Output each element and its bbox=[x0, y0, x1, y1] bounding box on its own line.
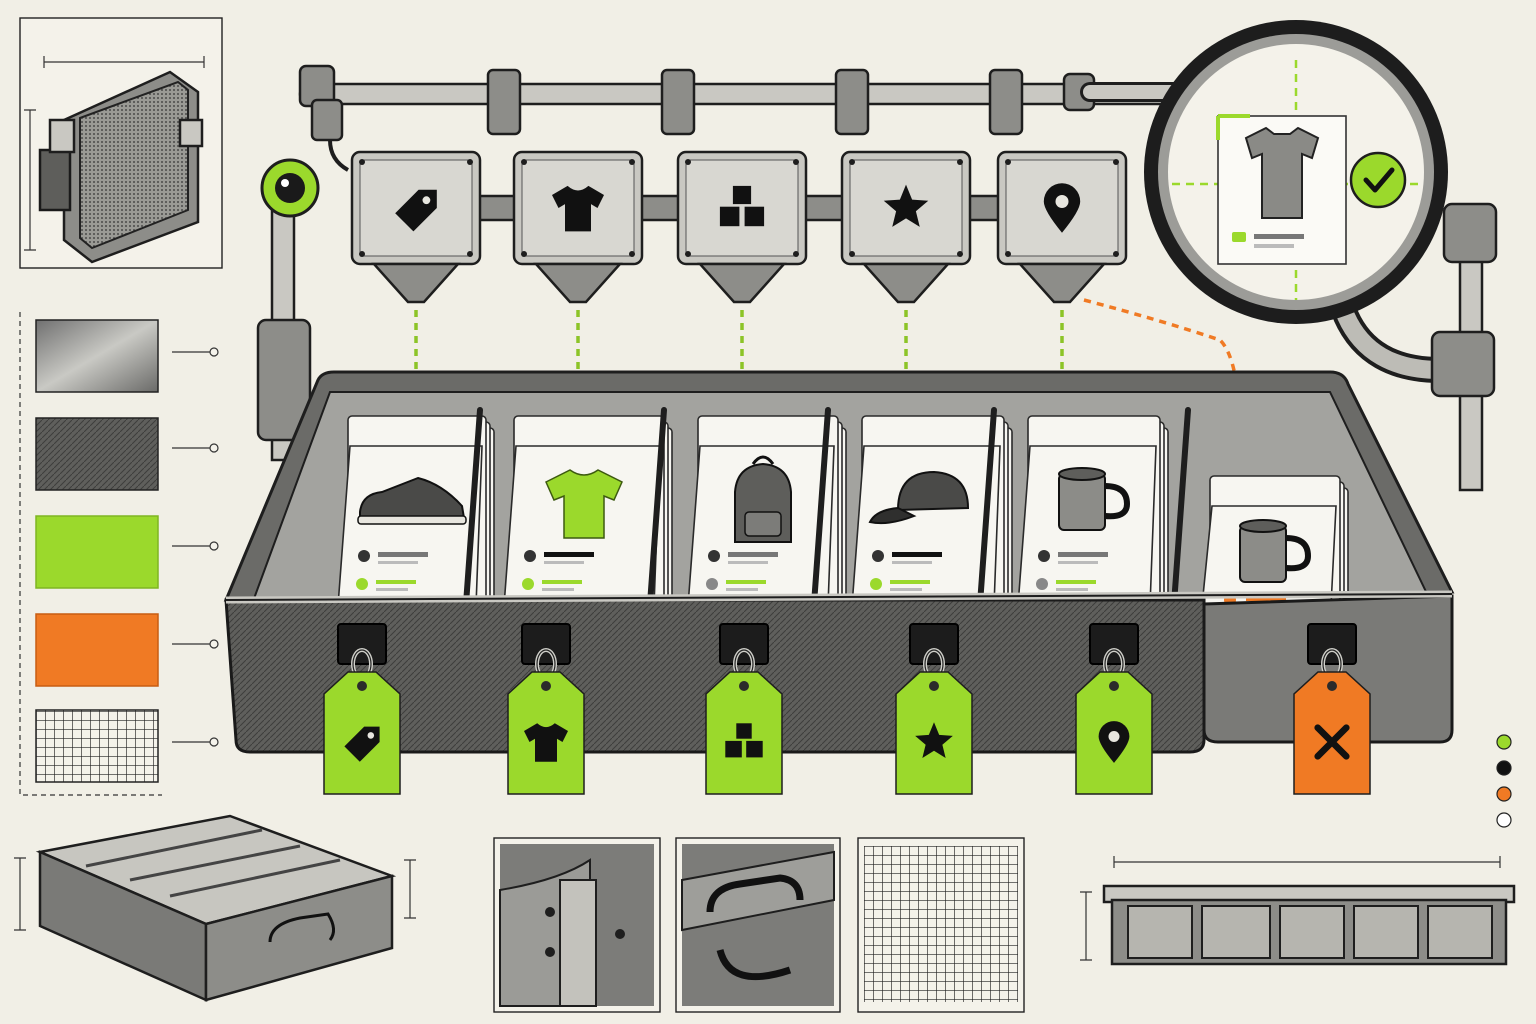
hanging-tag bbox=[323, 623, 401, 795]
hanging-tag bbox=[1293, 623, 1371, 795]
location-pin-icon bbox=[1043, 183, 1081, 233]
star-icon bbox=[883, 184, 929, 227]
tshirt-icon bbox=[552, 185, 604, 232]
hanging-tag bbox=[705, 623, 783, 795]
scanner-head bbox=[350, 150, 520, 304]
scanner-head bbox=[512, 150, 682, 304]
bin bbox=[977, 407, 1169, 619]
legend-dot bbox=[1496, 812, 1512, 828]
legend-dot bbox=[1496, 760, 1512, 776]
material-swatches bbox=[19, 312, 219, 796]
tray-front bbox=[224, 590, 1454, 754]
location-pin-icon bbox=[1098, 721, 1130, 763]
bin bbox=[463, 407, 673, 619]
bin bbox=[647, 407, 847, 619]
scanner-head bbox=[676, 150, 846, 304]
handle-detail-panel bbox=[675, 837, 841, 1013]
hanging-tag bbox=[1075, 623, 1153, 795]
boxes-icon bbox=[725, 723, 763, 758]
swatch-lime-green bbox=[35, 515, 159, 589]
tray-elevation-sketch bbox=[1080, 856, 1516, 966]
scanner-head bbox=[840, 150, 1010, 304]
boxes-icon bbox=[719, 185, 765, 227]
sensor-pole bbox=[256, 158, 320, 462]
legend-dot bbox=[1496, 734, 1512, 750]
mesh-detail-panel bbox=[857, 837, 1025, 1013]
cap-image bbox=[868, 470, 970, 525]
swatch-brushed-metal bbox=[35, 319, 159, 393]
backpack-image bbox=[734, 455, 792, 543]
price-tag-icon bbox=[344, 726, 380, 762]
bin bbox=[811, 407, 1013, 619]
hanging-tag bbox=[895, 623, 973, 795]
sneaker-image bbox=[357, 476, 467, 525]
swatch-grid-mesh bbox=[35, 709, 159, 783]
swatch-dark-texture bbox=[35, 417, 159, 491]
scanner-head bbox=[996, 150, 1128, 304]
swatch-orange bbox=[35, 613, 159, 687]
star-icon bbox=[915, 722, 953, 759]
scanner-heads bbox=[350, 150, 1128, 304]
empty-tray-sketch bbox=[14, 814, 416, 1002]
color-legend-dots bbox=[1496, 734, 1512, 828]
corner-detail-panel bbox=[493, 837, 661, 1013]
legend-dot bbox=[1496, 786, 1512, 802]
check-icon bbox=[1349, 151, 1407, 209]
x-mark-icon bbox=[1314, 724, 1350, 760]
screen-plate-detail-panel bbox=[19, 17, 223, 269]
mug-image bbox=[1058, 467, 1131, 531]
tshirt-image bbox=[1244, 126, 1320, 219]
tshirt-icon bbox=[524, 723, 568, 762]
overhead-rail bbox=[298, 64, 1190, 172]
hanging-tags bbox=[323, 623, 1371, 795]
tshirt-image bbox=[545, 469, 623, 539]
magnifier bbox=[1144, 20, 1498, 492]
bin bbox=[337, 415, 495, 619]
mug-image bbox=[1239, 519, 1312, 583]
price-tag-icon bbox=[395, 189, 437, 232]
hanging-tag bbox=[507, 623, 585, 795]
